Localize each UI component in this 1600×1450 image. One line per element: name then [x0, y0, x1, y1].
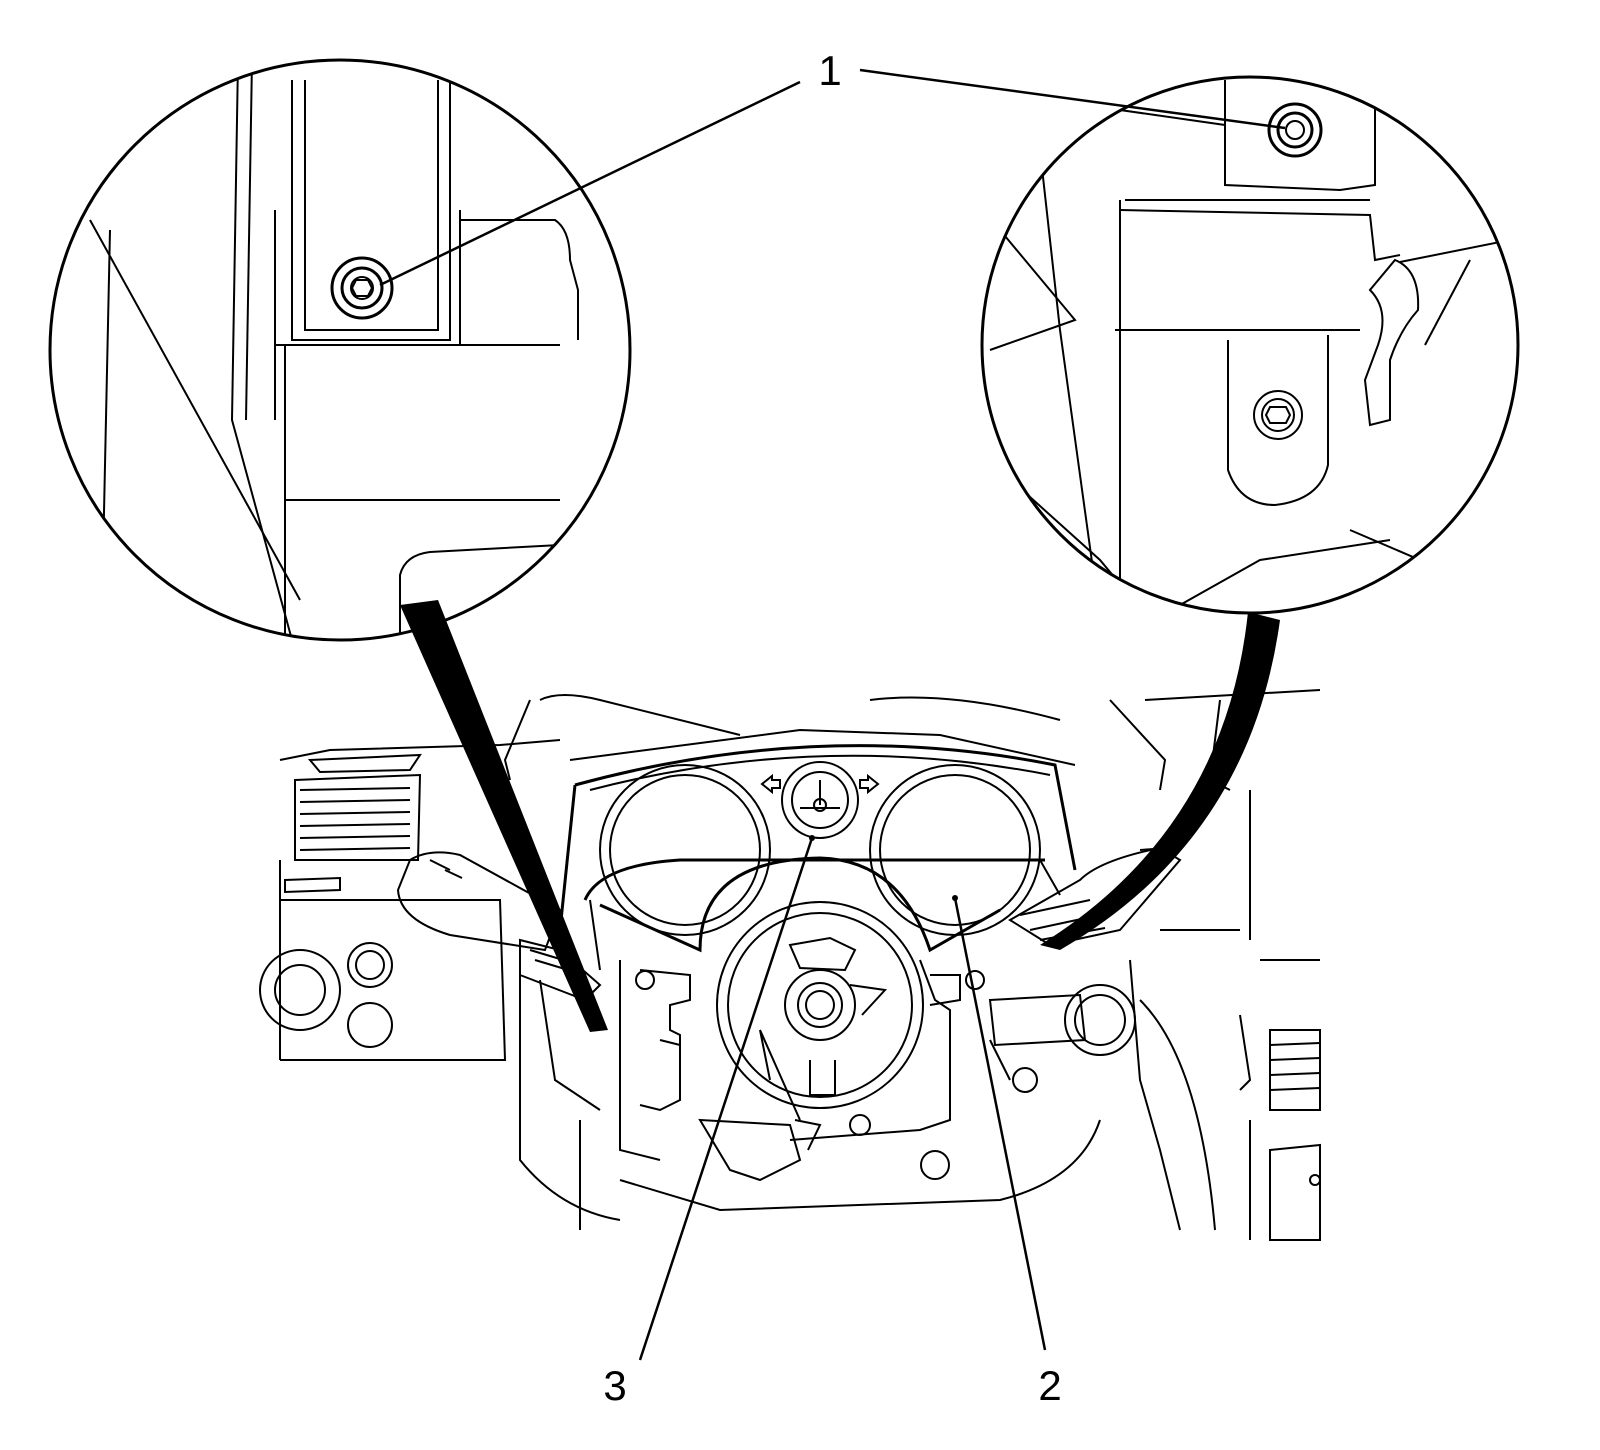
- instrument-cluster: [558, 744, 1077, 936]
- left-round-controls: [259, 942, 393, 1048]
- right-zoom-frame: [980, 75, 1520, 615]
- gauge-icon: [599, 764, 771, 936]
- right-zoom-pointer: [1040, 612, 1280, 950]
- column-mount-bracket: [619, 959, 1038, 1182]
- left-zoom-frame: [48, 58, 632, 642]
- bolt-icon: [330, 256, 394, 320]
- left-zoom-detail: [48, 58, 632, 1032]
- leader-line-1-left: [379, 80, 801, 287]
- gauge-icon: [781, 761, 859, 839]
- callout-label-3: 3: [603, 1362, 626, 1409]
- wiper-stalk: [1008, 846, 1182, 947]
- leader-line-2: [953, 897, 1047, 1351]
- bolt-icon: [1267, 102, 1323, 158]
- dashboard-illustration: [259, 689, 1321, 1241]
- leader-line-3: [638, 837, 814, 1361]
- lower-trim: [519, 929, 1240, 1231]
- right-console-vent: [1239, 959, 1321, 1241]
- ignition-switch: [988, 984, 1136, 1081]
- lower-column-cover: [583, 856, 1061, 971]
- bolt-icon: [1253, 390, 1303, 440]
- left-air-vent: [279, 753, 507, 1061]
- callout-label-1: 1: [818, 47, 841, 94]
- leader-line-1-right: [859, 68, 1286, 130]
- left-zoom-pointer: [400, 600, 608, 1032]
- callout-leader-lines: [379, 68, 1286, 1361]
- turn-signal-arrow-icon: [760, 773, 880, 795]
- callout-label-2: 2: [1038, 1362, 1061, 1409]
- steering-column-hub: [716, 901, 924, 1151]
- gauge-icon: [869, 764, 1041, 936]
